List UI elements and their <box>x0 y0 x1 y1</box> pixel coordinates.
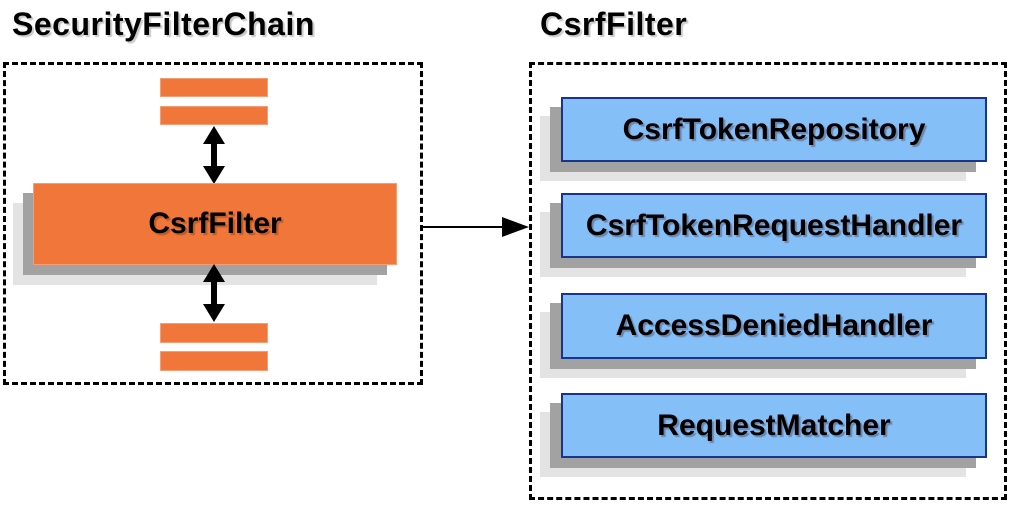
component-box-csrf-token-request-handler: CsrfTokenRequestHandler <box>561 193 987 258</box>
component-box-request-matcher: RequestMatcher <box>561 393 987 458</box>
component-label: RequestMatcher <box>657 408 891 442</box>
component-label: AccessDeniedHandler <box>615 309 933 342</box>
csrf-filter-box: CsrfFilter <box>33 183 397 265</box>
component-label: CsrfTokenRequestHandler <box>585 208 963 242</box>
csrf-filter-title: CsrfFilter <box>540 6 688 42</box>
csrf-filter-components-container <box>529 62 1007 500</box>
bidirectional-arrow-icon <box>202 264 226 322</box>
security-filter-chain-title: SecurityFilterChain <box>12 6 315 42</box>
security-filter-chain-container <box>3 62 423 385</box>
filter-stack-bar-bottom-2 <box>160 351 268 371</box>
filter-stack-bar-bottom-1 <box>160 323 268 343</box>
filter-stack-bar-top-2 <box>160 106 268 125</box>
csrf-filter-box-label: CsrfFilter <box>148 207 282 240</box>
right-arrow-icon <box>423 216 529 238</box>
component-box-access-denied-handler: AccessDeniedHandler <box>561 293 987 359</box>
filter-stack-bar-top-1 <box>160 78 268 97</box>
bidirectional-arrow-icon <box>202 126 226 184</box>
component-box-csrf-token-repository: CsrfTokenRepository <box>561 97 987 162</box>
component-label: CsrfTokenRepository <box>622 112 926 146</box>
